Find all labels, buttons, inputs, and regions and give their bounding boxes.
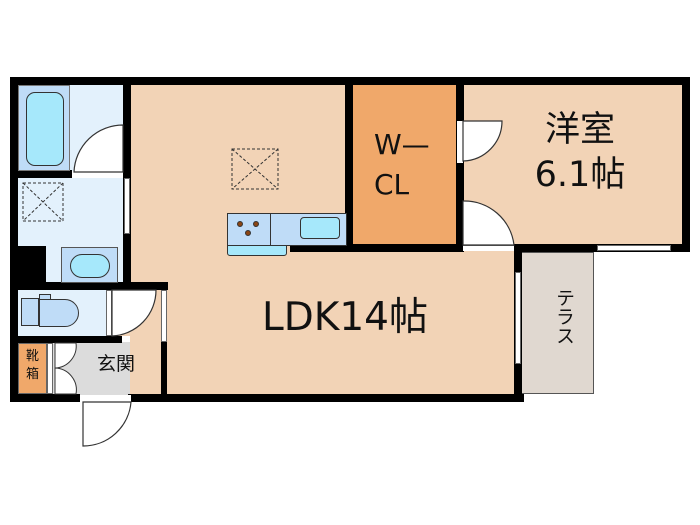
- wall-bath-wash: [10, 170, 72, 178]
- toilet-door-swing: [111, 289, 157, 337]
- washing-machine-space-icon: [22, 182, 64, 222]
- entrance-door-opening: [83, 395, 131, 402]
- wcl-label-1: W—: [374, 128, 430, 161]
- door-opening-wcl: [457, 121, 463, 163]
- wall-left: [10, 77, 18, 401]
- wall-wash-block: [10, 246, 46, 286]
- sliding-door-hall: [161, 290, 167, 342]
- bath-door-swing: [73, 124, 124, 173]
- door-opening-bath: [72, 171, 123, 178]
- western-room-label-2: 6.1帖: [534, 155, 626, 195]
- window-western-south: [597, 245, 671, 251]
- wcl-door-swing: [462, 120, 503, 162]
- entrance-door-swing: [82, 401, 132, 447]
- wall-bottom: [10, 394, 80, 402]
- shoebox-door-swing-bottom: [54, 367, 77, 395]
- wall-wcl-left: [345, 77, 353, 251]
- shoebox-door: [47, 343, 53, 394]
- ldk-label: LDK14帖: [262, 295, 428, 340]
- shoe-box: [18, 343, 47, 394]
- toilet-icon: [21, 294, 79, 330]
- shoebox-label-2: 箱: [25, 367, 39, 382]
- sink-icon: [300, 217, 340, 239]
- wall-kitchen-back: [290, 244, 464, 252]
- walk-in-closet-floor: [352, 84, 458, 244]
- wall-bottom-ldk: [128, 394, 524, 402]
- wash-basin-icon: [61, 247, 118, 283]
- wall-right: [682, 77, 690, 251]
- entrance-label: 玄関: [96, 353, 135, 375]
- wall-wcl-right: [456, 77, 464, 251]
- shoebox-label-1: 靴: [25, 349, 39, 364]
- terrace-label: テラス: [553, 288, 575, 345]
- stove-icon: [227, 213, 271, 246]
- wall-hall-right: [161, 282, 167, 402]
- western-door-swing: [462, 200, 515, 246]
- sliding-door-washroom: [124, 178, 130, 234]
- wall-toilet-entrance: [10, 336, 122, 343]
- shoebox-door-swing-top: [54, 342, 77, 369]
- wall-wash-toilet: [10, 282, 168, 290]
- bathtub-icon: [18, 85, 70, 171]
- ceiling-hatch-icon: [231, 148, 279, 190]
- kitchen-counter-front: [227, 245, 287, 256]
- terrace-floor: [521, 252, 594, 394]
- wcl-label-2: CL: [374, 168, 410, 201]
- window-ldk-east: [515, 272, 521, 364]
- western-room-label-1: 洋室: [544, 110, 615, 150]
